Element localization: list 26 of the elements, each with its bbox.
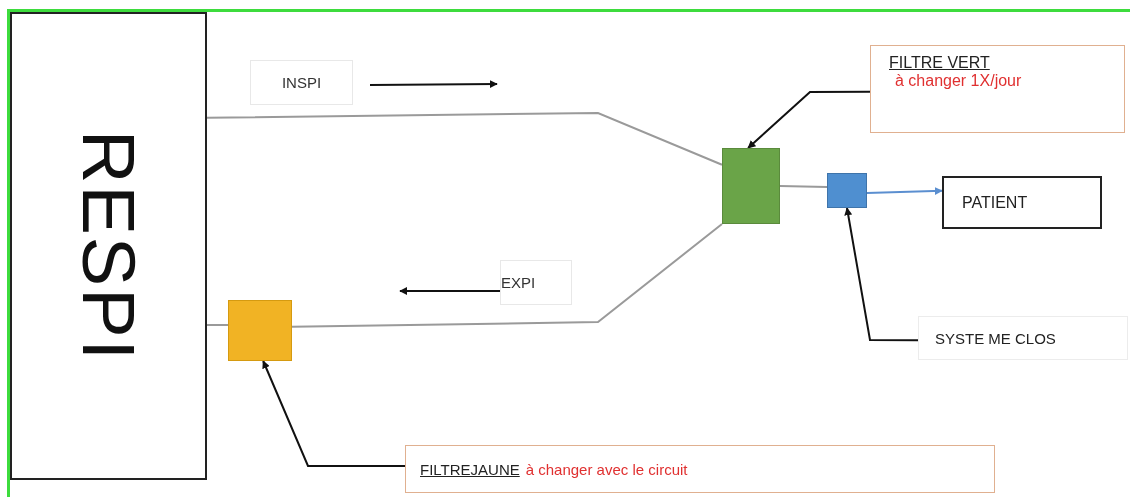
flow-label	[500, 260, 572, 305]
callout-note: à changer avec le circuit	[525, 460, 688, 478]
device-box	[10, 12, 207, 480]
filter-box	[722, 148, 780, 224]
callout-title: FILTRE VERT	[889, 54, 991, 72]
arrow	[844, 207, 919, 342]
connector-box	[827, 173, 867, 208]
tube-line	[206, 324, 229, 327]
tube-line	[291, 223, 723, 328]
label-box	[918, 316, 1128, 360]
tube-line	[206, 112, 723, 166]
node-label: RESPI	[66, 129, 151, 363]
patient-box	[942, 176, 1102, 229]
tube-line	[779, 185, 828, 188]
arrow	[866, 187, 943, 196]
node-label: INSPI	[281, 74, 322, 91]
callout-box	[405, 445, 995, 493]
node-label: EXPI	[501, 274, 536, 291]
leader-line	[747, 90, 871, 149]
callout-title: FILTREJAUNE	[420, 460, 520, 478]
leader-line	[262, 360, 406, 468]
node-label: SYSTE ME CLOS	[935, 329, 1056, 347]
callout-note: à changer 1X/jour	[894, 72, 1023, 90]
node-label: PATIENT	[962, 193, 1028, 212]
callout-box	[870, 45, 1125, 133]
filter-box	[228, 300, 292, 361]
